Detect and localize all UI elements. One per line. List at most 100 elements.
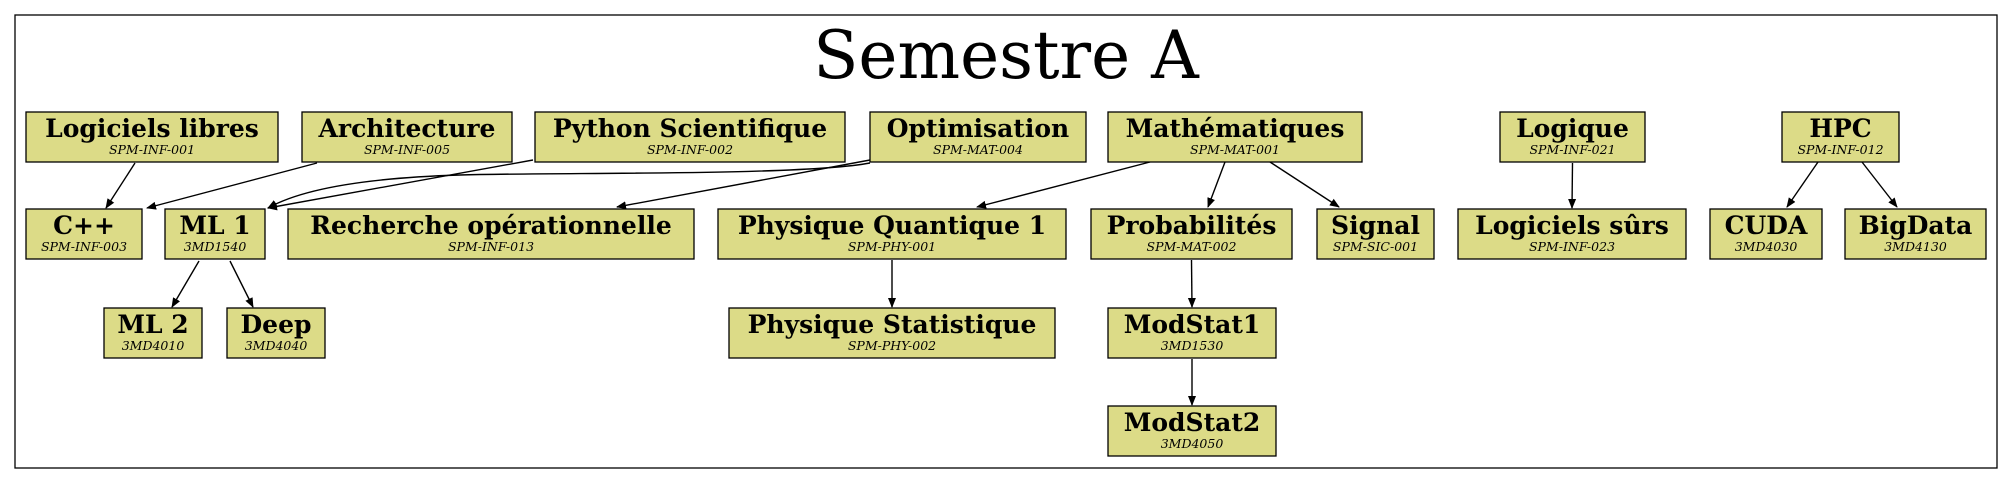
node-code: 3MD4010 — [122, 338, 185, 353]
node-box — [103, 307, 203, 359]
node-box — [287, 208, 695, 260]
node-label: Logiciels libres — [45, 114, 259, 143]
edge-maths-to-pq1 — [976, 161, 1151, 209]
node-label: Probabilités — [1107, 211, 1277, 240]
node-code: SPM-INF-001 — [109, 142, 195, 157]
node-code: SPM-INF-005 — [364, 142, 450, 157]
node-code: 3MD4130 — [1884, 239, 1947, 254]
node-box — [25, 111, 279, 163]
node-label: ML 1 — [179, 211, 250, 240]
node-box — [717, 208, 1067, 260]
node-label: Mathématiques — [1126, 114, 1345, 143]
node-label: Optimisation — [887, 114, 1069, 143]
node-label: Signal — [1331, 211, 1420, 240]
node-code: 3MD4040 — [245, 338, 308, 353]
node-label: BigData — [1859, 211, 1973, 240]
node-code: SPM-MAT-004 — [933, 142, 1023, 157]
node-box — [1107, 307, 1277, 359]
node-box — [164, 208, 266, 260]
node-code: 3MD1530 — [1161, 338, 1224, 353]
edge-ml1-to-ml2 — [171, 260, 200, 308]
node-label: ModStat2 — [1124, 408, 1261, 437]
node-label: Recherche opérationnelle — [310, 211, 671, 240]
node-cpp[interactable]: C++SPM-INF-003 — [25, 208, 143, 260]
node-label: Physique Quantique 1 — [738, 211, 1046, 240]
node-code: 3MD4030 — [1735, 239, 1798, 254]
node-box — [1781, 111, 1900, 163]
node-label: HPC — [1809, 114, 1871, 143]
edge-hpc-to-bigdata — [1861, 161, 1898, 208]
edge-maths-to-signal — [1269, 161, 1340, 208]
edge-logique-to-logsurs — [1568, 162, 1577, 209]
node-box — [1844, 208, 1987, 260]
node-label: CUDA — [1725, 211, 1808, 240]
cluster-border — [14, 14, 1998, 469]
node-box — [869, 111, 1087, 163]
node-code: SPM-INF-023 — [1529, 239, 1615, 254]
node-code: SPM-INF-003 — [41, 239, 127, 254]
node-box — [301, 111, 513, 163]
node-label: Deep — [241, 310, 312, 339]
edge-optim-to-recop — [616, 159, 871, 210]
edge-maths-to-proba — [1207, 161, 1226, 208]
node-code: SPM-MAT-001 — [1190, 142, 1280, 157]
node-box — [534, 111, 846, 163]
edge-hpc-to-cuda — [1786, 161, 1819, 208]
node-label: ML 2 — [117, 310, 188, 339]
node-box — [1107, 111, 1363, 163]
node-box — [1499, 111, 1646, 163]
node-code: 3MD4050 — [1161, 436, 1224, 451]
edge-python-to-ml1 — [267, 159, 534, 211]
nodes: Logiciels libresSPM-INF-001ArchitectureS… — [25, 111, 1987, 457]
edge-loglib-to-cpp — [105, 162, 136, 209]
node-label: Physique Statistique — [748, 310, 1037, 339]
edge-archi-to-cpp — [146, 162, 318, 210]
node-box — [1107, 405, 1277, 457]
node-box — [1090, 208, 1293, 260]
node-box — [1457, 208, 1687, 260]
node-box — [1709, 208, 1823, 260]
node-label: C++ — [53, 211, 115, 240]
node-code: SPM-MAT-002 — [1147, 239, 1237, 254]
node-label: Python Scientifique — [553, 114, 827, 143]
node-label: Logique — [1516, 114, 1629, 143]
node-code: SPM-PHY-002 — [848, 338, 936, 353]
node-code: 3MD1540 — [184, 239, 247, 254]
node-label: ModStat1 — [1124, 310, 1261, 339]
node-box — [728, 307, 1056, 359]
edge-ml1-to-deep — [229, 260, 254, 308]
node-label: Logiciels sûrs — [1475, 211, 1669, 240]
node-box — [25, 208, 143, 260]
node-box — [1316, 208, 1435, 260]
node-code: SPM-INF-021 — [1529, 142, 1615, 157]
edge-proba-to-modstat1 — [1187, 259, 1196, 308]
node-box — [226, 307, 326, 359]
cluster-title: Semestre A — [813, 17, 1200, 94]
edges — [105, 159, 1898, 406]
node-code: SPM-INF-013 — [448, 239, 534, 254]
edge-optim-to-ml1 — [267, 162, 871, 209]
node-label: Architecture — [318, 114, 496, 143]
node-code: SPM-INF-002 — [647, 142, 733, 157]
